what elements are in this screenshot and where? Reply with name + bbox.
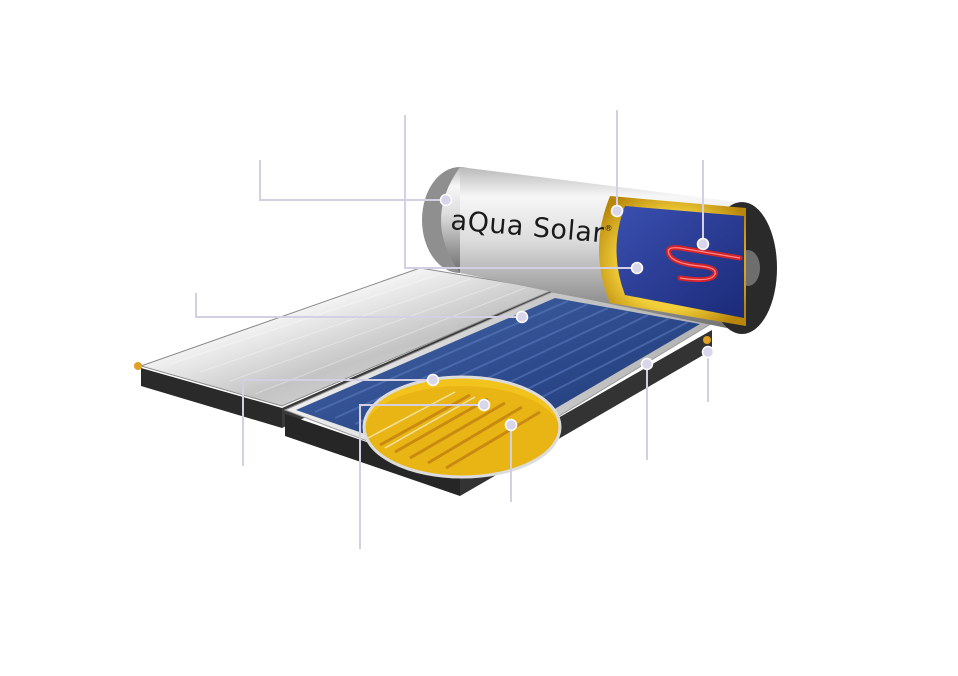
callout-dot-riser-tubes[interactable] bbox=[477, 398, 491, 412]
left-panel-frame-side bbox=[141, 368, 282, 428]
callout-dot-outlet[interactable] bbox=[701, 345, 715, 359]
callout-dot-insulation[interactable] bbox=[504, 418, 518, 432]
callout-lines bbox=[195, 110, 709, 549]
left-inlet-connector-icon bbox=[134, 362, 142, 370]
callout-dot-frame[interactable] bbox=[640, 357, 654, 371]
callout-dot-tank-casing[interactable] bbox=[439, 193, 453, 207]
right-panel-frame-front bbox=[285, 414, 460, 496]
callout-dot-heating-element[interactable] bbox=[696, 237, 710, 251]
callout-dots bbox=[426, 193, 715, 432]
storage-tank: aQua Solar® bbox=[422, 167, 777, 334]
callout-line-tank-casing bbox=[259, 160, 446, 201]
callout-line-tank-inner-vessel bbox=[404, 115, 637, 269]
right-outlet-connector-icon bbox=[703, 336, 711, 344]
callout-line-glass-cover bbox=[195, 293, 522, 318]
callout-line-absorber bbox=[242, 379, 433, 466]
cutaway-edge bbox=[362, 375, 562, 479]
callout-line-riser-tubes bbox=[359, 404, 484, 549]
callout-dot-absorber[interactable] bbox=[426, 373, 440, 387]
callout-dot-tank-insulation[interactable] bbox=[610, 204, 624, 218]
callout-dot-glass-cover[interactable] bbox=[515, 310, 529, 324]
callout-dot-tank-inner-vessel[interactable] bbox=[630, 261, 644, 275]
glass-reflections bbox=[169, 273, 526, 395]
